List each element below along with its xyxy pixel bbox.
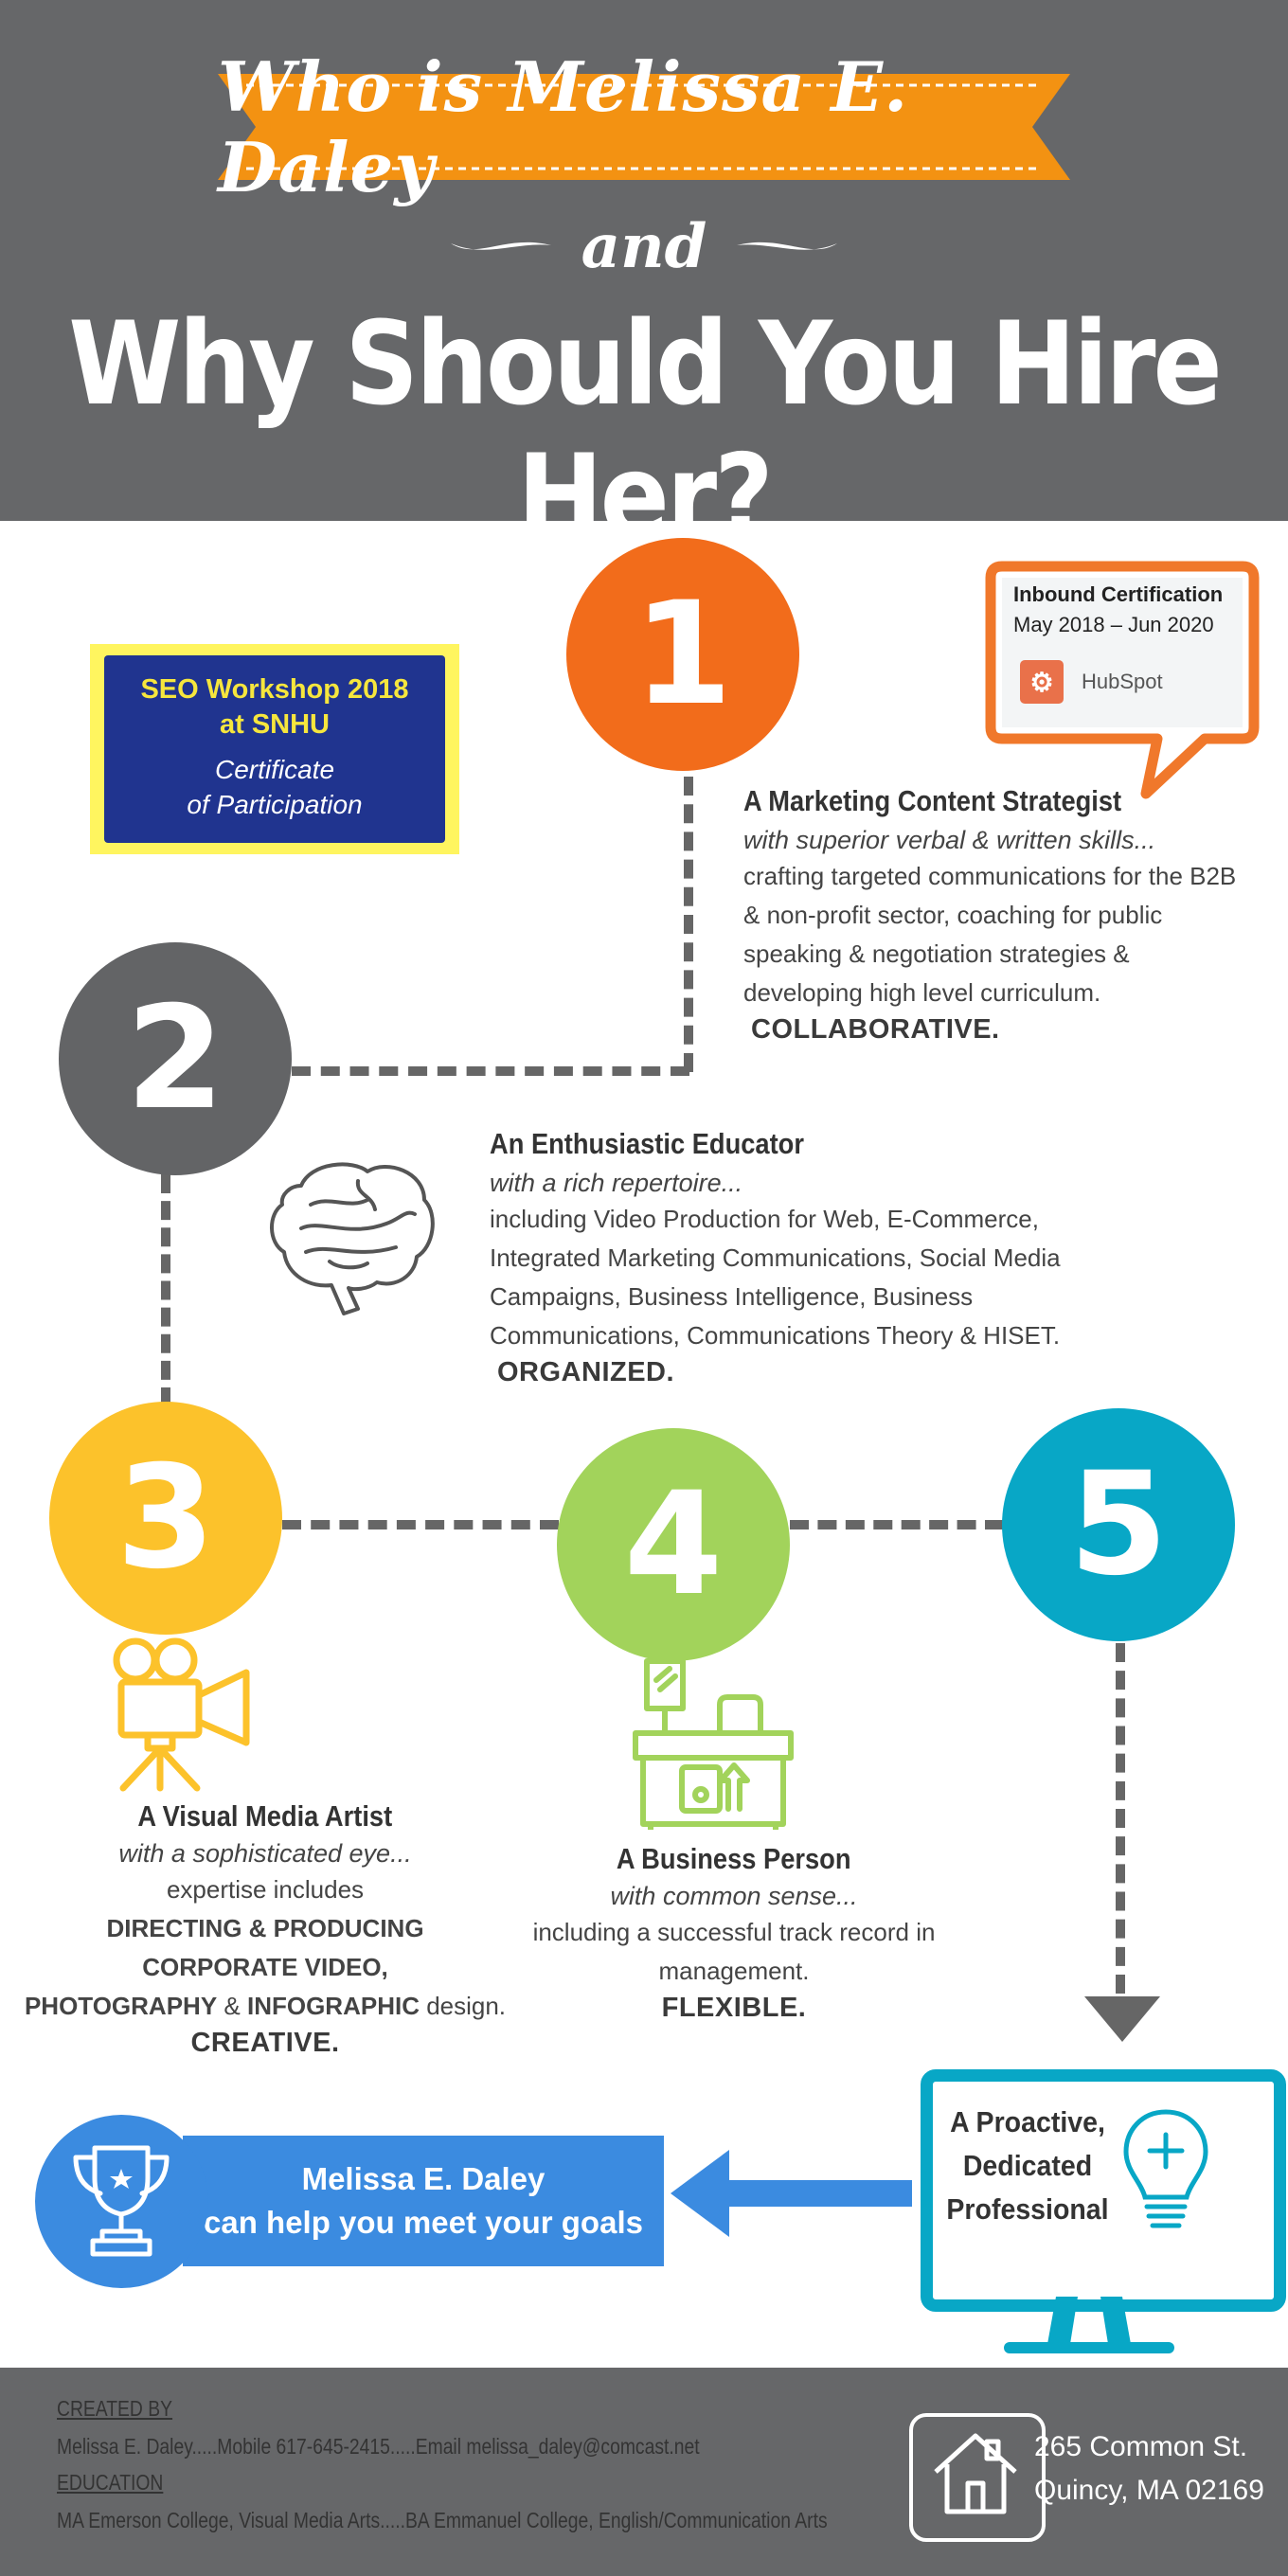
section-3-infographic: INFOGRAPHIC bbox=[246, 1992, 420, 2020]
step-1-circle: 1 bbox=[566, 538, 799, 771]
created-by-text: Melissa E. Daley.....Mobile 617-645-2415… bbox=[57, 2434, 700, 2459]
section-1-tagline: with superior verbal & written skills... bbox=[743, 826, 1156, 854]
section-2-tagline: with a rich repertoire... bbox=[490, 1169, 743, 1197]
proactive-line: Professional bbox=[946, 2192, 1109, 2226]
proactive-line: Dedicated bbox=[962, 2149, 1093, 2182]
section-1-body-line: developing high level curriculum. bbox=[743, 978, 1101, 1007]
section-3-design: design. bbox=[419, 1992, 507, 2020]
section-1-keyword: COLLABORATIVE. bbox=[751, 1014, 1000, 1045]
step-5-circle: 5 bbox=[1002, 1408, 1235, 1641]
section-1-body-line: crafting targeted communications for the… bbox=[743, 862, 1237, 890]
section-4-body-line: management. bbox=[658, 1957, 810, 1985]
house-icon bbox=[934, 2433, 1017, 2514]
trophy-icon bbox=[73, 2145, 170, 2257]
left-arrow-icon bbox=[671, 2150, 912, 2237]
video-camera-icon bbox=[113, 1637, 250, 1792]
monitor-frame bbox=[921, 2069, 1286, 2312]
banner-title: Who is Melissa E. Daley bbox=[218, 46, 909, 207]
step-2-circle: 2 bbox=[59, 942, 292, 1175]
orange-ribbon-banner bbox=[218, 74, 1070, 180]
section-3-line: expertise includes bbox=[166, 1875, 365, 1904]
connector-3-4 bbox=[282, 1520, 559, 1530]
section-2-content: An Enthusiastic Educator with a rich rep… bbox=[490, 1127, 1105, 1388]
section-1-content: A Marketing Content Strategist with supe… bbox=[743, 784, 1274, 1046]
section-3-content: A Visual Media Artist with a sophisticat… bbox=[0, 1799, 530, 2059]
inbound-dates: May 2018 – Jun 2020 bbox=[1013, 613, 1214, 636]
section-1-body-line: speaking & negotiation strategies & bbox=[743, 939, 1130, 968]
section-2-body-line: Campaigns, Business Intelligence, Busine… bbox=[490, 1282, 974, 1311]
page-headline: Why Should You Hire Her? bbox=[68, 298, 1223, 564]
section-1-title: A Marketing Content Strategist bbox=[743, 784, 1122, 817]
section-4-content: A Business Person with common sense... i… bbox=[492, 1842, 975, 2024]
monitor-stand bbox=[1004, 2297, 1174, 2353]
connector-1-2-vertical bbox=[684, 777, 693, 1072]
section-2-body-line: including Video Production for Web, E-Co… bbox=[490, 1205, 1039, 1233]
section-4-keyword: FLEXIBLE. bbox=[661, 1993, 807, 2023]
hubspot-logo-icon: ⚙ bbox=[1020, 660, 1064, 704]
goal-banner: Melissa E. Daley can help you meet your … bbox=[183, 2136, 664, 2266]
section-2-body-line: Communications, Communications Theory & … bbox=[490, 1321, 1061, 1350]
section-3-line: DIRECTING & PRODUCING bbox=[106, 1914, 424, 1942]
connector-4-5 bbox=[790, 1520, 1004, 1530]
seo-title-line2: at SNHU bbox=[219, 709, 330, 740]
section-3-line: CORPORATE VIDEO, bbox=[142, 1953, 388, 1981]
address-line2: Quincy, MA 02169 bbox=[1034, 2475, 1264, 2506]
brain-icon bbox=[270, 1162, 435, 1315]
section-2-title: An Enthusiastic Educator bbox=[490, 1127, 804, 1160]
section-3-title: A Visual Media Artist bbox=[137, 1799, 393, 1833]
step-4-circle: 4 bbox=[557, 1428, 790, 1661]
section-3-amp: & bbox=[217, 1992, 247, 2020]
seo-title-line1: SEO Workshop 2018 bbox=[140, 674, 409, 705]
connector-2-3-vertical bbox=[161, 1174, 170, 1406]
inbound-title: Inbound Certification bbox=[1013, 582, 1224, 606]
address: 265 Common St. Quincy, MA 02169 bbox=[1034, 2425, 1264, 2513]
goal-line1: Melissa E. Daley bbox=[301, 2161, 546, 2196]
step-3-circle: 3 bbox=[49, 1402, 282, 1635]
section-2-body-line: Integrated Marketing Communications, Soc… bbox=[490, 1243, 1061, 1272]
section-3-tagline: with a sophisticated eye... bbox=[118, 1839, 412, 1868]
right-swash-ornament bbox=[737, 242, 838, 250]
and-divider: and bbox=[0, 204, 1288, 289]
proactive-text: A Proactive, Dedicated Professional bbox=[945, 2101, 1111, 2231]
cash-register-icon bbox=[633, 1658, 794, 1830]
section-2-keyword: ORGANIZED. bbox=[497, 1357, 675, 1387]
lightbulb-icon bbox=[1123, 2109, 1208, 2228]
left-swash-ornament bbox=[450, 242, 551, 250]
connector-1-2-horizontal bbox=[292, 1066, 689, 1076]
education-label: EDUCATION bbox=[57, 2470, 164, 2495]
and-word: and bbox=[581, 210, 707, 282]
section-4-title: A Business Person bbox=[617, 1842, 851, 1875]
trophy-badge bbox=[35, 2115, 208, 2288]
section-4-body-line: including a successful track record in bbox=[532, 1918, 936, 1946]
section-4-tagline: with common sense... bbox=[610, 1882, 858, 1910]
goal-line2: can help you meet your goals bbox=[204, 2205, 643, 2240]
section-3-keyword: CREATIVE. bbox=[190, 2028, 340, 2058]
section-3-photography: PHOTOGRAPHY bbox=[24, 1992, 218, 2020]
section-3-line: PHOTOGRAPHY & INFOGRAPHIC design. bbox=[0, 1987, 530, 2026]
seo-certificate: SEO Workshop 2018 at SNHU Certificate of… bbox=[104, 655, 445, 843]
connector-5-down bbox=[1116, 1643, 1125, 1994]
footer bbox=[0, 2368, 1288, 2576]
address-line1: 265 Common St. bbox=[1034, 2431, 1248, 2462]
proactive-line: A Proactive, bbox=[950, 2105, 1105, 2138]
address-icon-frame bbox=[909, 2413, 1046, 2542]
education-text: MA Emerson College, Visual Media Arts...… bbox=[57, 2508, 828, 2532]
seo-sub-line1: Certificate bbox=[214, 755, 335, 784]
inbound-issuer: HubSpot bbox=[1082, 670, 1163, 693]
inbound-certificate-text: Inbound Certification May 2018 – Jun 202… bbox=[1013, 580, 1250, 640]
down-arrow-icon bbox=[1084, 1996, 1160, 2042]
section-1-body-line: & non-profit sector, coaching for public bbox=[743, 901, 1163, 929]
seo-sub-line2: of Participation bbox=[187, 790, 363, 819]
created-by-label: CREATED BY bbox=[57, 2396, 173, 2421]
